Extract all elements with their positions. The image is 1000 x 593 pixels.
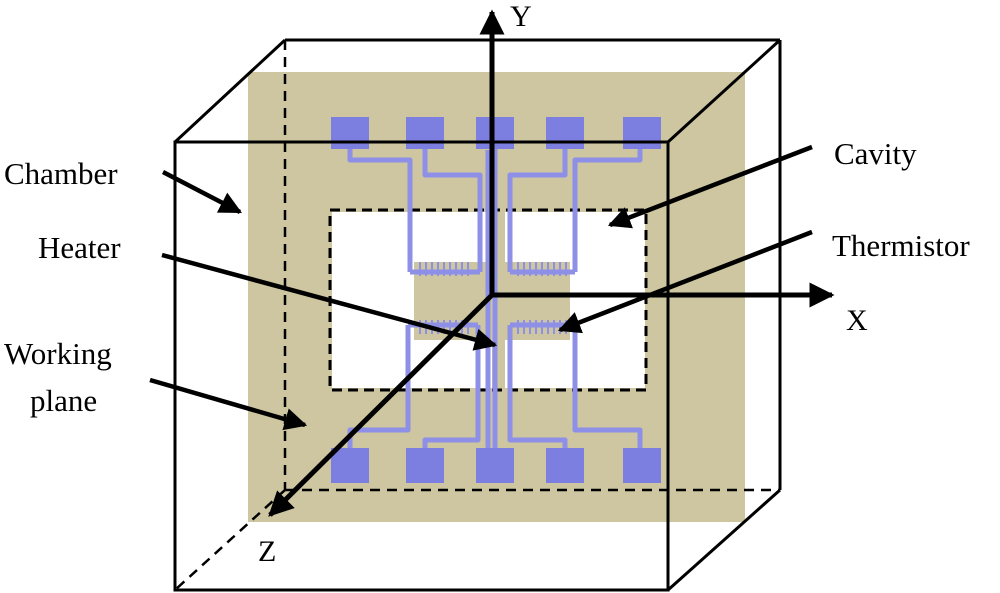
working-plane-label-line1: Working (4, 336, 112, 371)
thermistor-label: Thermistor (832, 228, 970, 263)
chamber-label: Chamber (4, 156, 118, 191)
coordinate-axes (268, 9, 835, 517)
y-axis-label: Y (510, 0, 532, 33)
chamber-box (173, 38, 782, 592)
electrode-pads-top (331, 117, 661, 149)
working-plane-label-line2: plane (30, 383, 98, 418)
z-axis (268, 293, 494, 517)
callout-arrows (149, 144, 813, 431)
electrode-pads-bottom (331, 448, 661, 483)
z-axis-label: Z (258, 535, 277, 568)
thermistor-arrow (557, 229, 813, 334)
working-plane-arrow (149, 377, 308, 431)
heater-arrow (161, 252, 498, 351)
cavity-arrow (607, 144, 813, 229)
x-axis-label: X (846, 304, 868, 337)
heater-label: Heater (38, 230, 121, 265)
chamber-arrow (161, 170, 242, 214)
cavity-label: Cavity (834, 136, 917, 171)
serpentine-upper-right (517, 262, 567, 276)
serpentine-upper-left (419, 262, 469, 276)
